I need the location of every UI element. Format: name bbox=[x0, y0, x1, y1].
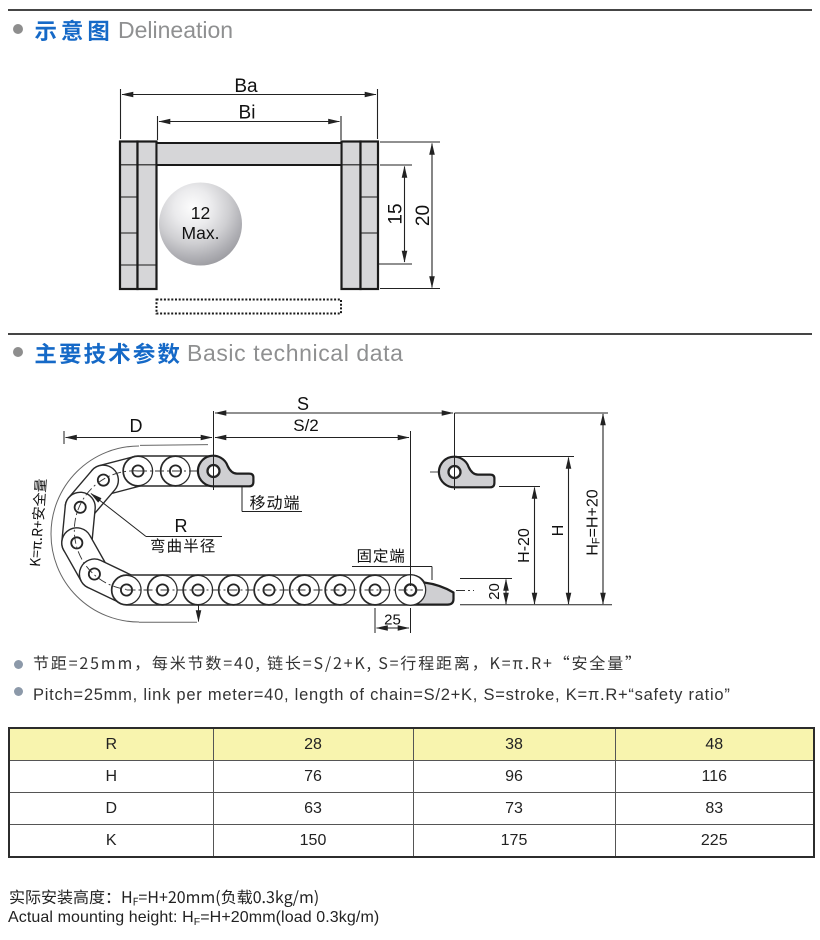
svg-text:Bi: Bi bbox=[239, 103, 256, 124]
svg-text:20: 20 bbox=[413, 205, 434, 226]
svg-text:D: D bbox=[130, 416, 143, 436]
svg-text:Ba: Ba bbox=[234, 76, 258, 97]
svg-text:H-20: H-20 bbox=[516, 528, 533, 563]
svg-text:R: R bbox=[175, 516, 188, 536]
svg-text:12: 12 bbox=[191, 203, 210, 223]
svg-text:H: H bbox=[550, 525, 567, 537]
svg-text:15: 15 bbox=[386, 203, 407, 224]
svg-text:20: 20 bbox=[486, 583, 503, 600]
svg-text:S: S bbox=[297, 394, 309, 414]
svg-text:Max.: Max. bbox=[182, 223, 220, 243]
svg-text:S/2: S/2 bbox=[293, 416, 319, 435]
svg-text:HF=H+20: HF=H+20 bbox=[585, 489, 603, 555]
svg-text:25: 25 bbox=[384, 612, 401, 629]
